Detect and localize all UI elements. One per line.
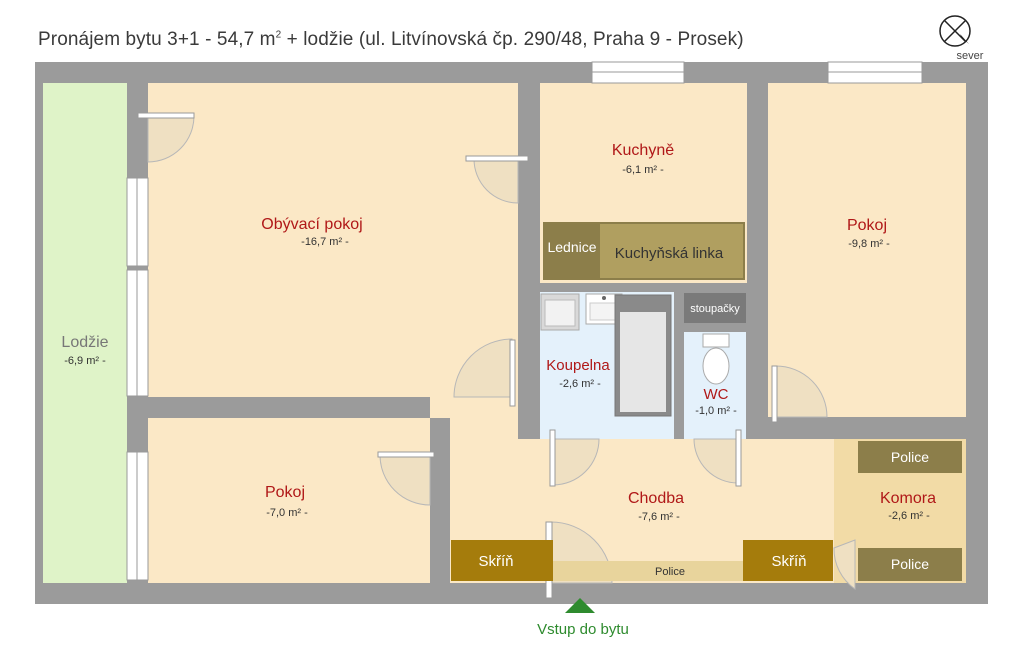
door-bathroom[interactable] — [549, 429, 600, 487]
room-area-pokoj-right: -9,8 m² - — [848, 238, 890, 250]
washing-machine-door — [544, 299, 576, 327]
door-pokoj-right-leaf — [771, 365, 778, 423]
door-pokoj-right[interactable] — [771, 365, 828, 423]
door-wc[interactable] — [693, 429, 742, 487]
door-kitchen-leaf — [465, 155, 529, 162]
door-komora-swing — [833, 539, 856, 590]
page-title: Pronájem bytu 3+1 - 54,7 m2 + lodžie (ul… — [38, 29, 744, 51]
fridge-label: Lednice — [547, 239, 596, 255]
door-pokoj-right-swing — [775, 365, 828, 418]
room-name-wc: WC — [704, 386, 729, 403]
wardrobe-left-label: Skříň — [478, 553, 513, 570]
title-prefix: Pronájem bytu 3+1 - 54,7 m — [38, 29, 276, 50]
door-lodzie[interactable] — [137, 112, 195, 163]
door-pokoj-left-leaf — [377, 451, 435, 458]
riser-label: stoupačky — [690, 303, 740, 315]
door-wc-leaf — [735, 429, 742, 487]
obyvaci-floor — [148, 83, 518, 397]
door-living-swing — [453, 338, 513, 398]
room-name-komora: Komora — [880, 490, 936, 507]
title-sup: 2 — [275, 29, 282, 41]
room-name-pokoj-right: Pokoj — [847, 217, 887, 234]
room-area-obyvaci: -16,7 m² - — [301, 236, 349, 248]
wardrobe-left — [451, 540, 553, 581]
room-area-lodzie: -6,9 m² - — [64, 355, 106, 367]
room-name-pokoj-left: Pokoj — [265, 484, 305, 501]
fridge — [545, 224, 600, 278]
room-area-chodba: -7,6 m² - — [638, 511, 680, 523]
title-suffix: + lodžie (ul. Litvínovská čp. 290/48, Pr… — [281, 29, 744, 50]
door-kitchen[interactable] — [465, 155, 529, 204]
door-komora[interactable] — [833, 539, 856, 590]
door-lodzie-leaf — [137, 112, 195, 119]
door-living[interactable] — [453, 338, 516, 407]
room-area-koupelna: -2,6 m² - — [559, 378, 601, 390]
room-area-kuchyne: -6,1 m² - — [622, 164, 664, 176]
shelf-bottom-label: Police — [891, 556, 929, 572]
lodzie-floor — [43, 83, 127, 583]
hallway-shelf-label: Police — [655, 566, 685, 578]
door-living-leaf — [509, 339, 516, 407]
room-name-kuchyne: Kuchyně — [612, 142, 674, 159]
kitchen-counter-label: Kuchyňská linka — [615, 245, 724, 262]
pokoj-left-floor — [148, 418, 430, 583]
north-label: sever — [957, 50, 984, 62]
shelf-top — [858, 441, 962, 473]
toilet-bowl-icon — [702, 347, 730, 385]
entrance-label: Vstup do bytu — [537, 621, 629, 638]
pokoj-right-floor — [768, 83, 966, 417]
room-area-komora: -2,6 m² - — [888, 510, 930, 522]
room-area-wc: -1,0 m² - — [695, 405, 737, 417]
wardrobe-right-label: Skříň — [771, 553, 806, 570]
north-arrow-icon — [960, 34, 969, 44]
room-name-lodzie: Lodžie — [61, 334, 108, 351]
sink-tap-icon — [602, 296, 606, 300]
toilet-tank-icon — [702, 333, 730, 348]
wardrobe-right — [743, 540, 833, 581]
bathtub-basin — [620, 312, 666, 412]
door-bathroom-swing — [552, 438, 600, 486]
door-bathroom-leaf — [549, 429, 556, 487]
room-name-obyvaci: Obývací pokoj — [261, 216, 362, 233]
riser — [684, 293, 746, 323]
shelf-top-label: Police — [891, 449, 929, 465]
north-compass: sever — [939, 15, 984, 62]
hallway-shelf — [553, 561, 743, 581]
room-area-pokoj-left: -7,0 m² - — [266, 507, 308, 519]
door-pokoj-left[interactable] — [377, 451, 435, 506]
room-name-chodba: Chodba — [628, 490, 684, 507]
door-kitchen-swing — [473, 158, 519, 204]
shelf-bottom — [858, 548, 962, 581]
room-name-koupelna: Koupelna — [546, 357, 610, 374]
door-lodzie-swing — [147, 115, 195, 163]
door-wc-swing — [693, 438, 739, 484]
compass-line-b — [943, 19, 967, 43]
entrance-arrow-icon — [565, 598, 595, 613]
door-pokoj-left-swing — [379, 454, 431, 506]
sink-basin — [589, 302, 619, 321]
